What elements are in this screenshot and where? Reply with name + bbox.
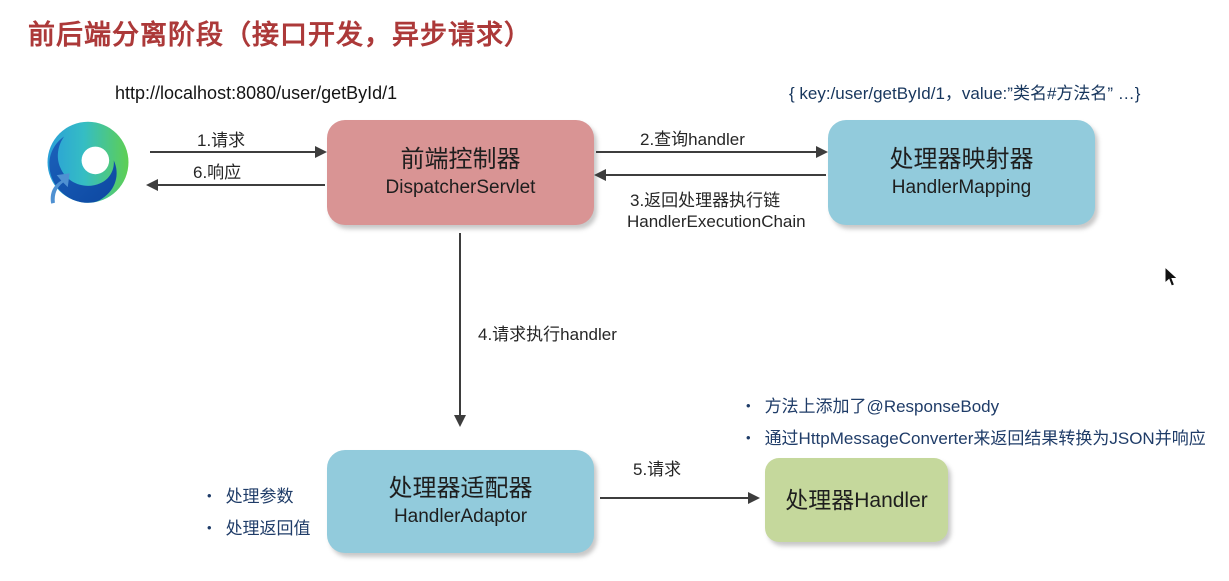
arrow-step3-return-chain <box>594 169 826 181</box>
node-handler-mapping-en: HandlerMapping <box>891 177 1032 198</box>
node-dispatcher-servlet-zh: 前端控制器 <box>400 146 521 173</box>
request-url-label: http://localhost:8080/user/getById/1 <box>115 83 398 103</box>
node-handler-en: Handler <box>854 488 928 512</box>
arrow-step3-label-line2: HandlerExecutionChain <box>627 212 806 231</box>
node-handler-adaptor: 处理器适配器 HandlerAdaptor <box>327 450 594 553</box>
arrow-step1-label: 1.请求 <box>197 131 246 150</box>
edge-browser-icon-svg <box>47 121 129 204</box>
mouse-cursor-svg <box>1164 265 1179 287</box>
mapping-entry-note: { key:/user/getById/1，value:”类名#方法名” …} <box>789 84 1141 103</box>
handler-note-2-text: 通过HttpMessageConverter来返回结果转换为JSON并响应 <box>764 429 1206 448</box>
edge-browser-icon <box>42 116 134 214</box>
adaptor-note-2-text: 处理返回值 <box>225 519 311 538</box>
node-handler-zh: 处理器 <box>785 487 855 513</box>
bullet-icon: • <box>207 488 212 503</box>
bullet-icon: • <box>746 430 751 445</box>
arrow-step1-request <box>150 146 327 158</box>
arrow-step6-response <box>146 179 325 191</box>
arrow-step2-label: 2.查询handler <box>640 130 745 149</box>
node-handler-mapping-zh: 处理器映射器 <box>889 146 1034 173</box>
handler-note-1: • 方法上添加了@ResponseBody <box>746 392 999 417</box>
arrow-step4-label: 4.请求执行handler <box>478 325 617 344</box>
bullet-icon: • <box>207 520 212 535</box>
arrow-step3-label-line1: 3.返回处理器执行链 <box>630 191 781 210</box>
arrow-step4-execute-handler <box>454 233 466 427</box>
node-handler-adaptor-en: HandlerAdaptor <box>393 506 528 527</box>
arrow-step6-label: 6.响应 <box>193 163 242 182</box>
page-title: 前后端分离阶段（接口开发，异步请求） <box>28 20 532 50</box>
adaptor-note-1-text: 处理参数 <box>225 487 294 506</box>
handler-note-2: • 通过HttpMessageConverter来返回结果转换为JSON并响应 <box>746 424 1206 449</box>
arrow-step5-label: 5.请求 <box>633 460 682 479</box>
node-handler-adaptor-zh: 处理器适配器 <box>388 475 533 502</box>
adaptor-note-1: • 处理参数 <box>207 482 294 507</box>
arrow-step5-request <box>600 492 760 504</box>
bullet-icon: • <box>746 398 751 413</box>
node-dispatcher-servlet-en: DispatcherServlet <box>385 177 536 198</box>
node-dispatcher-servlet: 前端控制器 DispatcherServlet <box>327 120 594 225</box>
mouse-cursor <box>1164 265 1180 288</box>
arrow-step2-query-handler <box>596 146 828 158</box>
handler-note-1-text: 方法上添加了@ResponseBody <box>764 397 1000 416</box>
node-handler-mapping: 处理器映射器 HandlerMapping <box>828 120 1095 225</box>
adaptor-note-2: • 处理返回值 <box>207 514 311 539</box>
